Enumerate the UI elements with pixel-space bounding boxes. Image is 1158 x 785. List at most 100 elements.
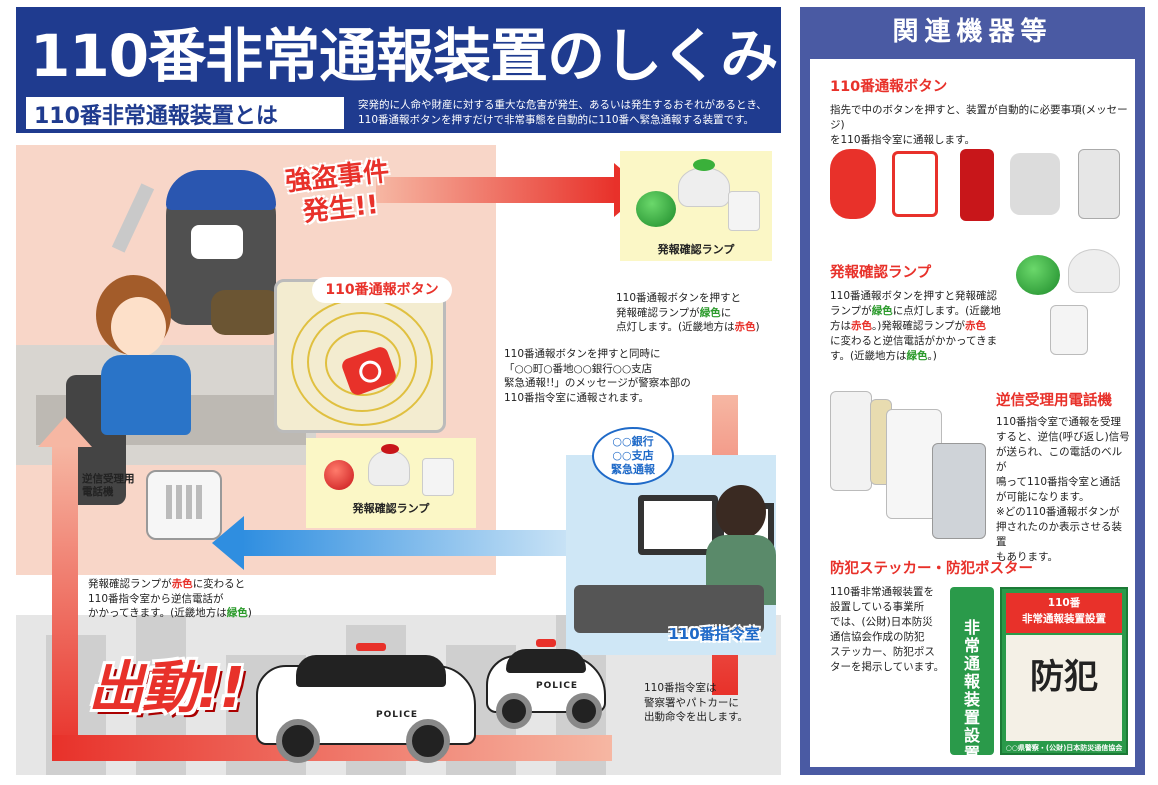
- section-phone-line-3: が送られ、この電話のベルが: [996, 446, 1123, 473]
- poster-body: [1006, 635, 1122, 741]
- arrow-dispatch-up: [38, 417, 92, 755]
- poster-header-text: 110番 非常通報装置設置: [1006, 595, 1122, 627]
- poster-footer: ○○県警察・(公財)日本防災通信協会: [1005, 744, 1123, 752]
- subtitle-box: [26, 97, 344, 129]
- console: [574, 585, 764, 633]
- description-line-1: 突発的に人命や財産に対する重大な危害が発生、あるいは発生するおそれがあるとき、: [358, 99, 767, 111]
- note-callback-line-3a: かかってきます。(近畿地方は: [88, 607, 227, 619]
- lamp-unit-top: [693, 159, 715, 171]
- clerk-face: [111, 297, 166, 357]
- section-lamp-line-1: 110番通報ボタンを押すと発報確認: [830, 290, 998, 302]
- section-lamp-red-2: 赤色: [965, 320, 987, 332]
- phone-keypad: [166, 485, 204, 519]
- section-lamp-line-5a: す。(近畿地方は: [830, 350, 907, 362]
- note-lamp-line-3a: 点灯します。(近畿地方は: [616, 321, 735, 333]
- section-phone-line-2: すると、逆信(呼び返し)信号: [996, 431, 1130, 443]
- section-sticker-text: 110番非常通報装置を 設置している事業所 では、(公財)日本防災 通信協会作成…: [830, 585, 950, 675]
- note-callback-red: 赤色: [171, 578, 193, 590]
- note-message-line-2: 「○○町○番地○○銀行○○支店: [504, 362, 653, 375]
- dispatch-text: 出動!!: [88, 656, 245, 721]
- section-sticker-line-4: 通信協会作成の防犯: [830, 631, 925, 643]
- panel-content: 110番通報ボタン 指先で中のボタンを押すと、装置が自動的に必要事項(メッセージ…: [810, 59, 1135, 767]
- button-device-3-icon: [960, 149, 994, 221]
- section-button-line-2: を110番指令室に通報します。: [830, 134, 975, 146]
- poster-header-line-2: 非常通報装置設置: [1022, 613, 1106, 625]
- section-sticker-line-1: 110番非常通報装置を: [830, 586, 935, 598]
- robber-cap: [166, 170, 276, 210]
- note-lamp-line-2b: に: [720, 306, 732, 319]
- wheel-icon: [406, 719, 450, 763]
- phone-label: 逆信受理用 電話機: [82, 473, 135, 499]
- panel-title: 関連機器等: [892, 17, 1053, 47]
- note-lamp-red: 赤色: [734, 321, 756, 333]
- terminal-phone-icon: [932, 443, 986, 539]
- button-device-5-icon: [1078, 149, 1120, 219]
- note-lamp-green: 緑色: [699, 306, 721, 319]
- poster-kanji: 防犯: [1030, 657, 1098, 697]
- section-button-heading: 110番通報ボタン: [830, 79, 948, 95]
- section-sticker-line-3: では、(公財)日本防災: [830, 616, 933, 628]
- note-callback-line-1b: に変わると: [192, 578, 246, 590]
- description-line-2: 110番通報ボタンを押すだけで非常事態を自動的に110番へ緊急通報する装置です。: [358, 114, 755, 126]
- hq-label: 110番指令室: [668, 625, 760, 643]
- bubble-line-3: 緊急通報: [611, 463, 655, 476]
- phone-label-line-2: 電話機: [82, 486, 114, 498]
- section-lamp-text: 110番通報ボタンを押すと発報確認 ランプが緑色に点灯します。(近畿地 方は赤色…: [830, 289, 1006, 364]
- description: 突発的に人命や財産に対する重大な危害が発生、あるいは発生するおそれがあるとき、 …: [358, 98, 774, 128]
- lamp-unit-icon-2: [368, 450, 410, 486]
- section-lamp-green-1: 緑色: [871, 305, 893, 317]
- section-phone-line-7: 押されたのか表示させる装置: [996, 521, 1122, 548]
- bag-icon: [211, 290, 281, 335]
- bubble-line-1: ○○銀行: [612, 435, 654, 448]
- phone-label-line-1: 逆信受理用: [82, 473, 135, 485]
- section-button-text: 指先で中のボタンを押すと、装置が自動的に必要事項(メッセージ) を110番指令室…: [830, 103, 1130, 148]
- section-lamp-line-2a: ランプが: [830, 305, 872, 317]
- monitor-icon: [638, 495, 718, 555]
- wheel-icon: [496, 693, 532, 729]
- section-sticker-line-6: ターを掲示しています。: [830, 661, 945, 673]
- note-dispatch-line-1: 110番指令室は: [644, 682, 717, 694]
- sticker-text: 非常通報装置設置: [963, 618, 980, 763]
- note-lamp-line-2a: 発報確認ランプが: [616, 306, 700, 319]
- section-lamp-line-4: に変わると逆信電話がかかってきま: [830, 335, 998, 347]
- lamp-panel-icon: [1050, 305, 1088, 355]
- note-dispatch: 110番指令室は 警察署やパトカーに 出動命令を出します。: [644, 681, 748, 725]
- section-lamp-line-3a: 方は: [830, 320, 851, 332]
- arrow-callback: [212, 516, 574, 570]
- incident-burst: 強盗事件 発生!!: [264, 157, 414, 261]
- section-lamp-red-1: 赤色: [851, 320, 872, 332]
- robber-mask: [191, 225, 243, 259]
- lamp-unit-icon: [1068, 249, 1120, 293]
- section-phone-line-4: 鳴って110番指令室と通話: [996, 476, 1121, 488]
- note-message-line-1: 110番通報ボタンを押すと同時に: [504, 348, 661, 360]
- police-car-rear-roof: [506, 649, 586, 673]
- section-lamp-line-5b: 。): [927, 350, 937, 362]
- section-lamp-heading: 発報確認ランプ: [830, 265, 932, 281]
- flow-illustration: 強盗事件 発生!! 110番通報ボタン 発報確認ランプ 発報確認ランプ 逆信受理…: [16, 145, 781, 775]
- note-callback-line-1a: 発報確認ランプが: [88, 578, 172, 590]
- note-message-line-4: 110番指令室に通報されます。: [504, 391, 649, 404]
- note-callback-line-3b: ): [247, 607, 252, 619]
- lamp-unit-icon: [678, 167, 730, 207]
- lamp-label-top: 発報確認ランプ: [657, 243, 735, 256]
- poster-header-line-1: 110番: [1047, 597, 1081, 609]
- red-lamp-icon: [324, 460, 354, 490]
- note-message-line-3: 緊急通報!!」のメッセージが警察本部の: [504, 377, 691, 389]
- page-title: 110番非常通報装置のしくみ: [30, 22, 778, 90]
- wall-phone-icon: [830, 391, 872, 491]
- section-phone-line-6: ※どの110番通報ボタンが: [996, 506, 1120, 518]
- green-lamp-icon: [636, 191, 676, 227]
- lamp-panel-icon-2: [422, 458, 454, 496]
- note-lamp: 110番通報ボタンを押すと 発報確認ランプが緑色に 点灯します。(近畿地方は赤色…: [616, 291, 760, 335]
- section-phone-line-5: が可能になります。: [996, 491, 1090, 503]
- section-button-line-1: 指先で中のボタンを押すと、装置が自動的に必要事項(メッセージ): [830, 104, 1128, 131]
- section-phone-line-1: 110番指令室で通報を受理: [996, 416, 1122, 428]
- police-text-2: POLICE: [536, 681, 579, 691]
- lamp-panel-icon: [728, 191, 760, 231]
- note-lamp-line-3b: ): [755, 321, 760, 333]
- clerk-figure: [101, 355, 191, 435]
- wheel-icon: [566, 693, 602, 729]
- lamp-label-bottom: 発報確認ランプ: [352, 502, 430, 515]
- green-lamp-icon: [1016, 255, 1060, 295]
- bubble-line-2: ○○支店: [612, 449, 654, 462]
